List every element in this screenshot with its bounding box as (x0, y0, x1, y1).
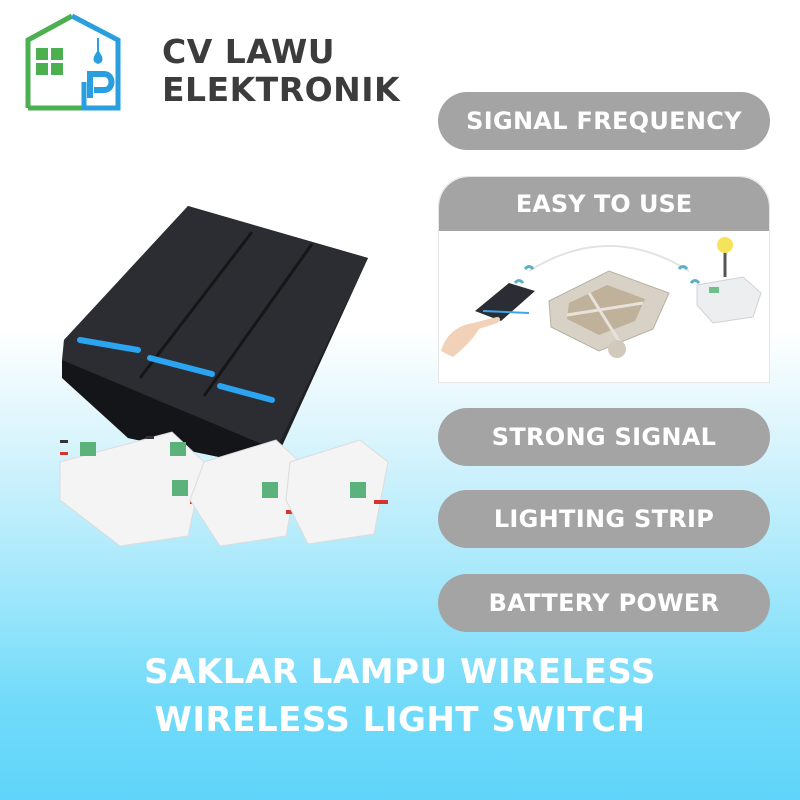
title-indonesian: SAKLAR LAMPU WIRELESS (144, 652, 656, 692)
wireless-usage-illustration (439, 231, 769, 382)
brand-name-line1: CV LAWU (162, 32, 336, 71)
feature-strong-signal: STRONG SIGNAL (438, 408, 770, 466)
feature-lighting-strip: LIGHTING STRIP (438, 490, 770, 548)
product-image (40, 200, 420, 570)
title-english: WIRELESS LIGHT SWITCH (154, 700, 646, 740)
house-logo-icon (25, 13, 121, 111)
feature-signal-frequency: SIGNAL FREQUENCY (438, 92, 770, 150)
wireless-switch-product-icon (59, 206, 389, 547)
feature-easy-to-use: EASY TO USE (439, 177, 769, 231)
brand-logo: CV LAWU ELEKTRONIK (22, 12, 400, 114)
feature-battery-power: BATTERY POWER (438, 574, 770, 632)
brand-name-line2: ELEKTRONIK (162, 70, 401, 109)
usage-diagram-icon (441, 237, 762, 358)
feature-card-easy-to-use: EASY TO USE (438, 176, 770, 383)
